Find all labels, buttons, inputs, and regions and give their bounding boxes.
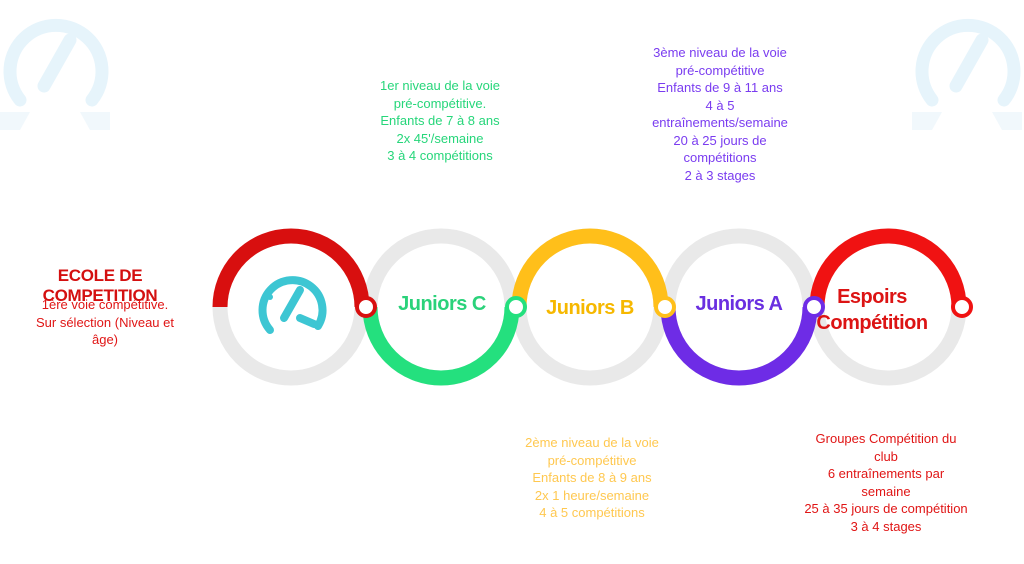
description-line: 2 à 3 stages xyxy=(684,167,756,183)
ring-arc-juniors-b xyxy=(511,228,669,308)
juniors-b-label: Juniors B xyxy=(546,297,634,319)
juniors-c-label: Juniors C xyxy=(398,293,486,315)
description-line: pré-compétitive xyxy=(675,62,765,78)
description-line: 6 entraînements par xyxy=(827,466,945,481)
description-line: pré-compétitive. xyxy=(393,95,487,111)
description-line: 2x 45'/semaine xyxy=(396,130,484,146)
description-line: 3 à 4 stages xyxy=(850,518,922,534)
ring-connector-icon-3 xyxy=(654,296,676,318)
description-line: 1ère voie compétitive. xyxy=(41,297,169,312)
description-line: 2ème niveau de la voie xyxy=(525,435,659,450)
ecole-description: 1ère voie compétitive. Sur sélection (Niv… xyxy=(10,296,200,349)
description-line: âge) xyxy=(91,332,119,347)
description-line: Enfants de 7 à 8 ans xyxy=(380,113,500,128)
description-line: Sur sélection (Niveau et xyxy=(35,314,174,330)
description-line: 25 à 35 jours de compétition xyxy=(804,501,968,516)
description-line: 20 à 25 jours de xyxy=(673,132,767,148)
description-line: pré-compétitive xyxy=(547,452,637,468)
ring-connector-icon-1 xyxy=(355,296,377,318)
ring-connector-icon-5 xyxy=(951,296,973,318)
juniors-c-description: 1er niveau de la voie pré-compétitive. Enf… xyxy=(340,77,540,165)
ring-connector-icon-2 xyxy=(505,296,527,318)
espoirs-label-line2: Compétition xyxy=(816,312,928,334)
description-line: semaine xyxy=(861,483,911,499)
r-watermark-icon-right xyxy=(912,18,1022,130)
description-line: compétitions xyxy=(683,150,757,165)
description-line: 4 à 5 compétitions xyxy=(539,505,645,520)
r-logo-icon xyxy=(258,276,327,334)
description-line: 3 à 4 compétitions xyxy=(387,148,493,163)
ecole-title: ECOLE DE COMPETITION xyxy=(42,266,158,305)
espoirs-label-line1: Espoirs xyxy=(837,286,907,308)
description-line: 2x 1 heure/semaine xyxy=(534,487,650,503)
description-line: Groupes Compétition du xyxy=(815,431,957,446)
juniors-a-label: Juniors A xyxy=(695,293,784,315)
ring-arc-juniors-a xyxy=(660,306,818,386)
r-watermark-icon-left xyxy=(0,18,110,130)
description-line: Enfants de 9 à 11 ans xyxy=(657,80,783,95)
ring-arc-espoirs xyxy=(809,228,967,308)
description-line: 3ème niveau de la voie xyxy=(653,45,787,60)
description-line: Enfants de 8 à 9 ans xyxy=(532,470,652,485)
description-line: club xyxy=(874,448,898,464)
description-line: entraînements/semaine xyxy=(652,115,788,130)
espoirs-label: Espoirs Compétition xyxy=(814,284,930,336)
description-line: 4 à 5 xyxy=(705,97,735,113)
description-line: 1er niveau de la voie xyxy=(380,78,500,93)
ring-arc-juniors-c xyxy=(362,306,520,386)
ring-connector-icon-4 xyxy=(803,296,825,318)
espoirs-description: Groupes Compétition du club 6 entraînement… xyxy=(786,430,986,535)
ring-arc-ecole xyxy=(212,228,370,308)
